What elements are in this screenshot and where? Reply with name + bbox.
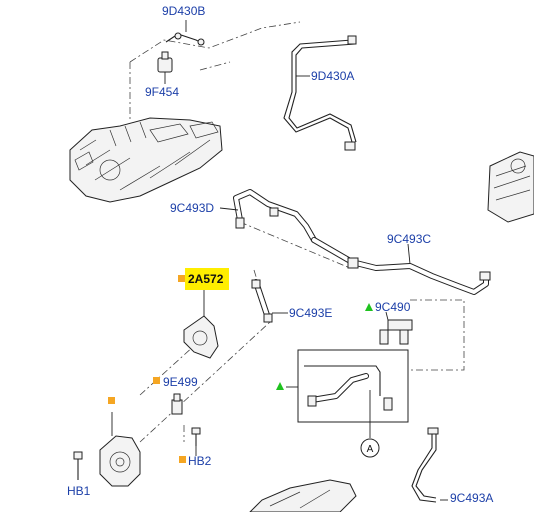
orange-marker-pump (108, 397, 115, 404)
orange-marker-9e499 (153, 377, 160, 384)
label-highlight-2a572 (185, 268, 229, 290)
part-labels: 9D430B 9F454 9D430A 9C493D 9C493C 2A572 … (67, 4, 493, 505)
label-9c493a: 9C493A (450, 491, 493, 505)
label-9c493c: 9C493C (387, 232, 431, 246)
markers (108, 275, 373, 463)
label-9d430a: 9D430A (311, 69, 354, 83)
label-hb2: HB2 (188, 454, 212, 468)
label-9d430b: 9D430B (162, 4, 205, 18)
label-9f454: 9F454 (145, 85, 179, 99)
check-valve-9c490 (379, 311, 413, 345)
orange-marker-hb2 (179, 456, 186, 463)
detail-box (286, 349, 409, 438)
label-9c493d: 9C493D (170, 201, 214, 215)
callout-a-letter: A (367, 444, 374, 455)
bracket-9d430b (165, 20, 205, 46)
gasket-2a572 (183, 290, 219, 359)
brake-booster-illustration (487, 151, 534, 223)
vacuum-pump (73, 412, 141, 487)
orange-marker-2a572 (178, 275, 185, 282)
bolt-hb2 (191, 427, 201, 456)
label-9e499: 9E499 (163, 375, 198, 389)
callout-a: A (360, 438, 380, 458)
green-marker-9c490 (365, 303, 373, 311)
sensor-9e499 (171, 393, 183, 415)
engine-manifold-illustration (69, 117, 223, 203)
lower-manifold-illustration (249, 479, 357, 512)
tube-9c493a (411, 427, 448, 503)
green-marker-detail (276, 382, 284, 390)
tube-9d430a (283, 35, 357, 151)
vacuum-hose-9c493e (251, 279, 288, 323)
vacuum-hose-main (219, 189, 491, 295)
label-hb1: HB1 (67, 484, 91, 498)
valve-9f454 (157, 51, 173, 84)
label-2a572: 2A572 (188, 272, 224, 286)
label-9c493e: 9C493E (289, 306, 332, 320)
label-9c490: 9C490 (375, 300, 411, 314)
